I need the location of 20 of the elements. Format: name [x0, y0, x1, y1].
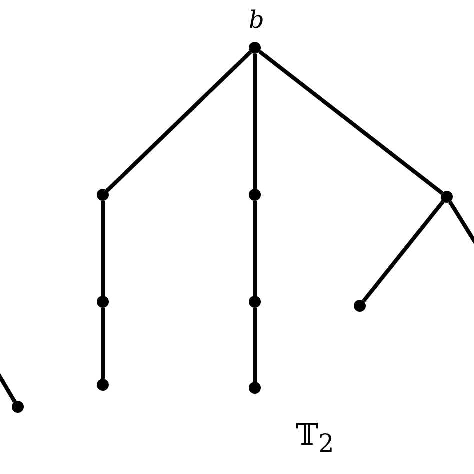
- vertex-dot: [249, 296, 261, 308]
- vertex-dot: [354, 300, 366, 312]
- vertex-dot: [97, 189, 109, 201]
- tree-edge: [101, 201, 105, 296]
- vertex-dot: [249, 42, 261, 54]
- vertex-dot: [97, 379, 109, 391]
- vertex-dot: [249, 382, 261, 394]
- tree-edge: [253, 54, 257, 189]
- vertex-dot: [249, 189, 261, 201]
- tree-edge: [253, 308, 257, 382]
- vertex-label: b: [249, 6, 264, 34]
- tree-edge: [258, 50, 444, 195]
- tree-label: 𝕋$_{2}$: [296, 418, 334, 458]
- vertex-dot: [97, 296, 109, 308]
- tree-edge: [253, 201, 257, 296]
- vertex-dot: [441, 191, 453, 203]
- vertex-dot: [12, 401, 24, 413]
- tree-edge: [106, 50, 252, 192]
- tree-edge: [101, 308, 105, 379]
- tree-edge: [362, 200, 445, 303]
